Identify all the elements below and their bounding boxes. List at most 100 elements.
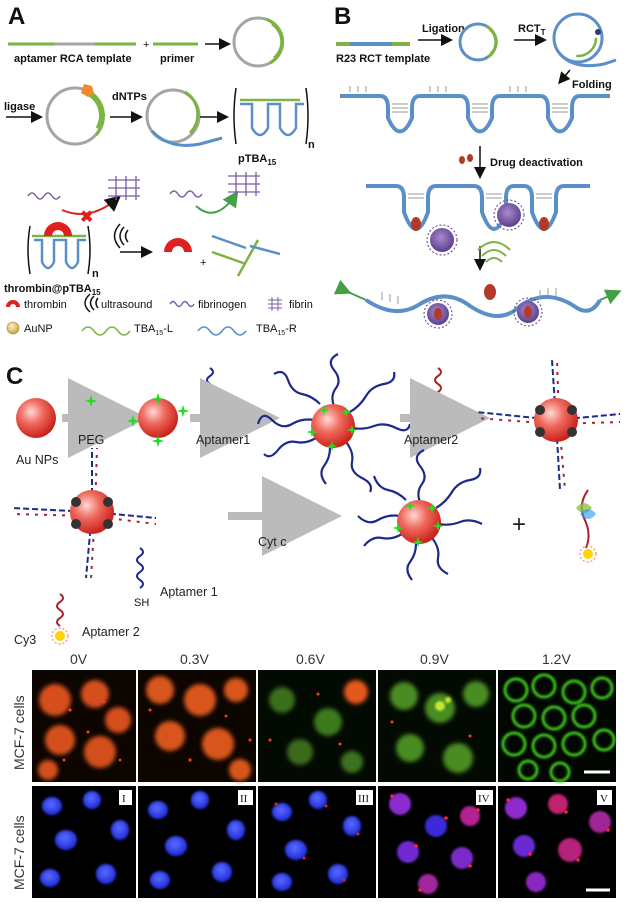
ptba-label: pTBA15 [238,153,277,167]
micrograph-top-0.9v [378,670,496,782]
panel-a-label: A [8,3,25,30]
micrograph-bottom-i: I [32,786,136,898]
fibrinogen-right [169,190,203,198]
voltage-label: 0V [70,651,88,667]
voltage-labels: 0V 0.3V 0.6V 0.9V 1.2V [70,651,571,667]
fibrinogen-left [27,192,61,200]
micrograph-top-0v [32,670,136,782]
duplex-np-conjugate-1 [475,359,621,491]
captured-protein-2 [513,297,543,327]
row-label-bottom: MCF-7 cells [11,815,27,890]
micrograph-top-1.2v [498,670,616,783]
aptamer-2-label: Aptamer 2 [82,625,140,639]
duplex-np-conjugate-2 [11,447,157,579]
aptamer1-np-conjugate [256,353,412,493]
legend-ultrasound: ultrasound [101,299,152,311]
voltage-label: 0.9V [420,651,449,667]
micrograph-bottom-ii: II [138,786,256,898]
legend-thrombin: thrombin [24,299,67,311]
fibrin-right-icon [228,172,260,196]
unfolded-strand [364,294,602,318]
aptamer1-icon [206,367,214,409]
aptamer1-np-product [357,449,483,581]
aptamer-1-label: Aptamer 1 [160,585,218,599]
ultrasound-waves-icon [477,241,511,263]
ligated-circle [45,84,105,146]
thrombin-legend-icon [6,300,20,307]
dntps-label: dNTPs [112,91,147,103]
roman-label: III [358,793,369,805]
panel-b-label: B [334,3,351,30]
captured-protein-1 [423,299,453,329]
aunp-legend-icon [6,321,20,335]
ligation-label: Ligation [422,23,465,35]
conversion-arrow [195,190,239,214]
aptamer-2-free-icon [51,593,69,645]
micrograph-bottom-iii: III [258,786,376,898]
folding-label: Folding [572,79,612,91]
legend-tba-r: TBA15-R [256,323,297,337]
primer-label: primer [160,53,195,65]
fragments [211,234,281,277]
legend-fibrin: fibrin [289,299,313,311]
target-protein-1 [493,199,525,231]
blocked-arrow [61,195,122,215]
ultrasound-icon [113,223,129,249]
peg-star-icon [126,414,140,428]
ligase-enzyme-icon [81,84,94,97]
voltage-label: 0.3V [180,651,209,667]
rct-label: RCTT [518,23,546,37]
aptamer2-label: Aptamer2 [404,433,458,447]
rct-product [552,12,617,68]
micrograph-bottom-iv: IV [378,786,496,898]
bound-drugs [411,217,549,231]
roman-label: V [600,793,608,805]
unfolded-rungs [381,288,557,304]
cytc-aptamer-complex [576,489,597,563]
roman-label: II [240,793,248,805]
released-drug [484,284,496,300]
cytc-label: Cyt c [258,535,286,549]
sh-label-2: SH [134,597,149,609]
aptamer2-icon [429,367,447,419]
fibrinogen-legend-icon [169,300,195,308]
folded-strand-1-rungs [349,86,568,113]
drug-deactivation-label: Drug deactivation [490,157,583,169]
micrograph-bottom-v: V [498,786,616,898]
ligated-r23-circle [458,22,498,62]
plus-fragments: + [200,257,206,269]
roman-label: IV [478,793,490,805]
folded-strand-1 [340,94,610,134]
fibrin-left-icon [108,176,140,200]
thrombin-icon [44,222,72,236]
voltage-label: 1.2V [542,651,571,667]
complex-label: thrombin@pTBA15 [4,283,101,297]
rca-product [145,88,223,147]
cyt-c-icon [266,483,286,501]
repeat-n: n [308,139,315,151]
fibrin-legend-icon [268,297,282,311]
plus-sign: + [143,39,149,51]
peg-np-icon [138,398,178,438]
complex-repeat-n: n [92,268,99,280]
drug-molecules-icon [459,154,473,164]
au-nps-label: Au NPs [16,453,58,467]
stretch-left-arrow [333,279,367,301]
cy3-label: Cy3 [14,633,36,647]
r23-template-label: R23 RCT template [336,53,430,65]
released-thrombin-icon [164,238,192,252]
ultrasound-legend-icon [84,293,99,313]
peg-label: PEG [78,433,104,447]
voltage-label: 0.6V [296,651,325,667]
peg-star-icon [176,404,190,418]
panel-c-label: C [6,363,23,390]
legend-aunp: AuNP [24,323,53,335]
row-label-top: MCF-7 cells [11,695,27,770]
aptamer-1-free-icon [136,547,144,589]
tba-r-legend-icon [197,326,247,336]
au-np-icon [16,398,56,438]
roman-label: I [122,793,126,805]
tba-l-legend-icon [81,326,131,336]
folded-strand-2 [366,184,590,231]
